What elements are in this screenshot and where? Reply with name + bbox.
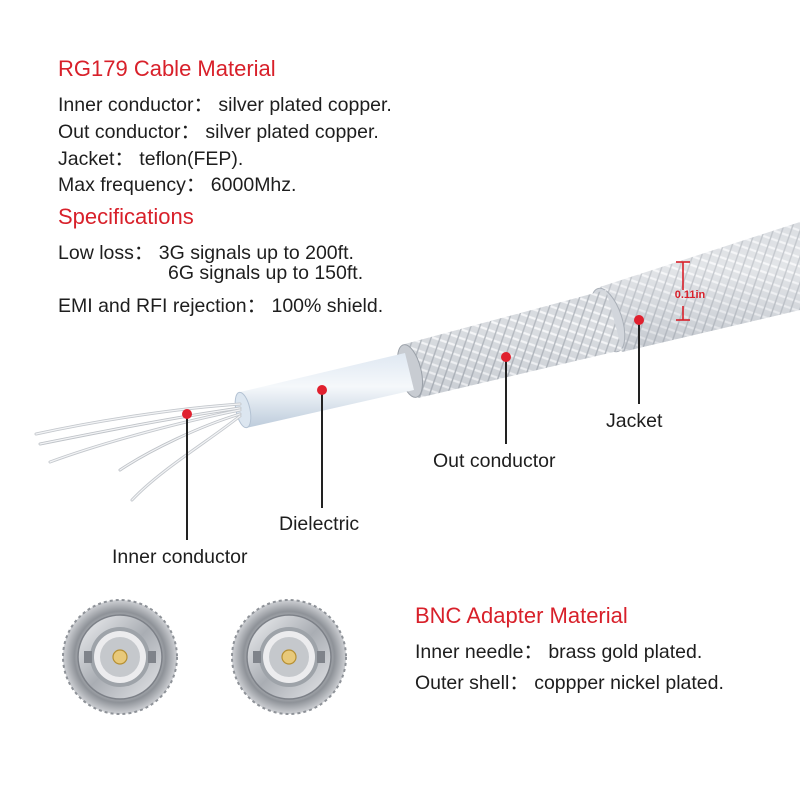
diameter-marker — [676, 261, 690, 321]
low-loss-spec: Low loss： 3G signals up to 200ft. — [58, 242, 354, 264]
max-frequency-spec: Max frequency： 6000Mhz. — [58, 174, 297, 196]
inner-conductor-spec: Inner conductor： silver plated copper. — [58, 94, 392, 116]
callout-inner-conductor — [182, 409, 192, 540]
bnc-connector-right — [231, 599, 347, 715]
bnc-material-title: BNC Adapter Material — [415, 603, 628, 628]
jacket-label: Jacket — [606, 410, 663, 432]
outer-shell-spec: Outer shell： coppper nickel plated. — [415, 672, 724, 694]
callout-out-conductor — [501, 352, 511, 444]
low-loss-spec-continued: 6G signals up to 150ft. — [168, 262, 364, 284]
out-conductor-label: Out conductor — [433, 450, 556, 472]
jacket-spec: Jacket： teflon(FEP). — [58, 148, 244, 170]
cable-braid-section — [396, 290, 622, 398]
cable-inner-wires — [34, 402, 242, 502]
bnc-connector-left — [62, 599, 178, 715]
inner-conductor-label: Inner conductor — [112, 546, 248, 568]
diameter-label: 0.11in — [675, 289, 706, 301]
callout-dielectric — [317, 385, 327, 508]
cable-material-title: RG179 Cable Material — [58, 56, 276, 81]
specifications-title: Specifications — [58, 204, 194, 229]
inner-needle-spec: Inner needle： brass gold plated. — [415, 641, 703, 663]
out-conductor-spec: Out conductor： silver plated copper. — [58, 121, 379, 143]
callout-jacket — [634, 315, 644, 404]
emi-rfi-spec: EMI and RFI rejection： 100% shield. — [58, 295, 384, 317]
cable-dielectric-section — [234, 353, 414, 429]
dielectric-label: Dielectric — [279, 513, 360, 535]
